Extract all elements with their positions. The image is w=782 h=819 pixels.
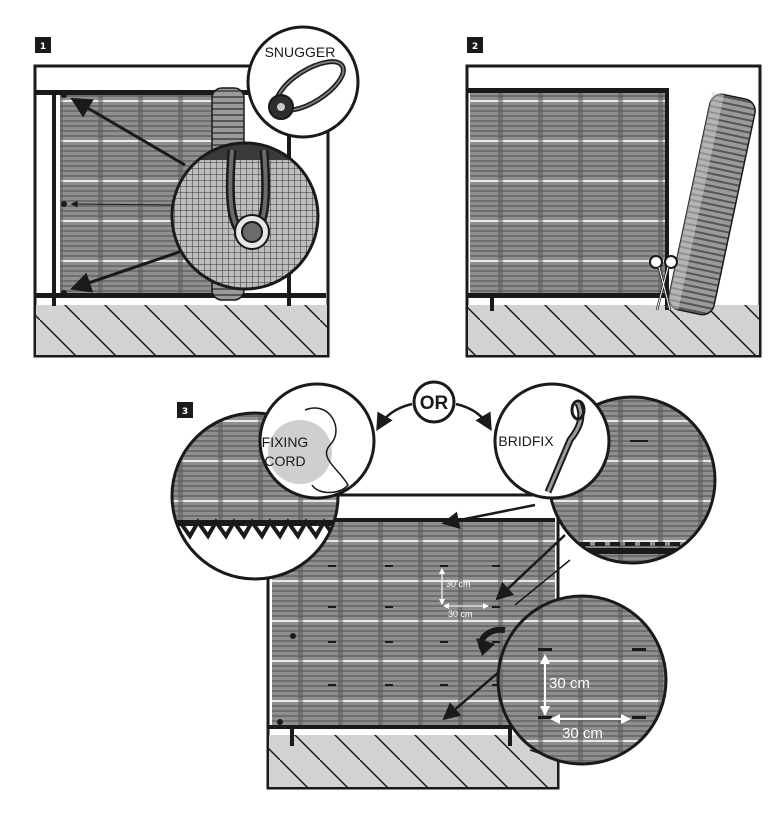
panel-step-3: 3 30 cm 30 cm — [170, 380, 717, 790]
step-number-2: 2 — [472, 42, 478, 52]
pointer-arrow — [495, 534, 566, 601]
spacing-label-horizontal-small: 30 cm — [448, 609, 473, 619]
top-rail — [468, 88, 668, 93]
or-choice: OR — [376, 380, 492, 432]
post — [290, 728, 294, 746]
ground — [468, 305, 759, 355]
step-badge-2 — [467, 37, 483, 53]
post — [52, 92, 56, 306]
fixing-point — [61, 290, 67, 296]
fixing-cord-label-line1: FIXING — [262, 434, 309, 450]
zoom-detail-fixing-cord — [170, 411, 340, 581]
pointer-arrow — [70, 248, 186, 293]
fixing-point — [61, 201, 67, 207]
post — [508, 728, 512, 746]
step-number-1: 1 — [40, 42, 46, 52]
top-rail — [272, 518, 555, 522]
pointer-arrow — [441, 503, 536, 529]
bottom-rail — [468, 293, 668, 298]
pointer-arrow — [70, 200, 176, 208]
panel-step-1: 1 — [33, 25, 360, 358]
screen-panel — [470, 93, 665, 293]
post — [665, 88, 669, 310]
or-label: OR — [420, 393, 449, 414]
arrow-right-icon — [455, 402, 492, 432]
step-badge-1 — [35, 37, 51, 53]
snugger-callout: SNUGGER — [246, 25, 360, 139]
spacing-label-vertical-small: 30 cm — [446, 579, 471, 589]
step-badge-3 — [177, 402, 193, 418]
snugger-label: SNUGGER — [265, 44, 336, 60]
bottom-rail — [269, 725, 557, 729]
panel-step-2: 2 — [465, 37, 762, 358]
scissors-icon — [649, 255, 678, 311]
ground — [36, 305, 327, 355]
connector-line — [514, 559, 571, 606]
cord-coil-icon — [268, 420, 332, 484]
bridfix-label: BRIDFIX — [498, 433, 554, 449]
arrow-left-icon — [376, 402, 413, 432]
spacing-indicator-small: 30 cm 30 cm — [439, 568, 489, 619]
screen-roll — [666, 92, 756, 316]
post — [490, 295, 494, 311]
step-number-3: 3 — [182, 407, 188, 417]
fixing-cord-callout: FIXING CORD — [258, 382, 376, 500]
zoom-detail-snugger-fixing — [170, 141, 320, 291]
fixing-point — [61, 92, 67, 98]
ground — [269, 735, 557, 787]
bridfix-callout: BRIDFIX — [493, 382, 611, 500]
fixing-cord-label-line2: CORD — [264, 453, 305, 469]
pointer-arrow — [70, 97, 186, 167]
spacing-label-horizontal-zoom: 30 cm — [562, 725, 603, 742]
zoom-detail-spacing: 30 cm 30 cm — [496, 594, 668, 766]
attachment-ties — [277, 565, 500, 725]
bottom-rail — [36, 293, 326, 298]
top-rail — [36, 90, 326, 95]
spacing-label-vertical-zoom: 30 cm — [549, 675, 590, 692]
